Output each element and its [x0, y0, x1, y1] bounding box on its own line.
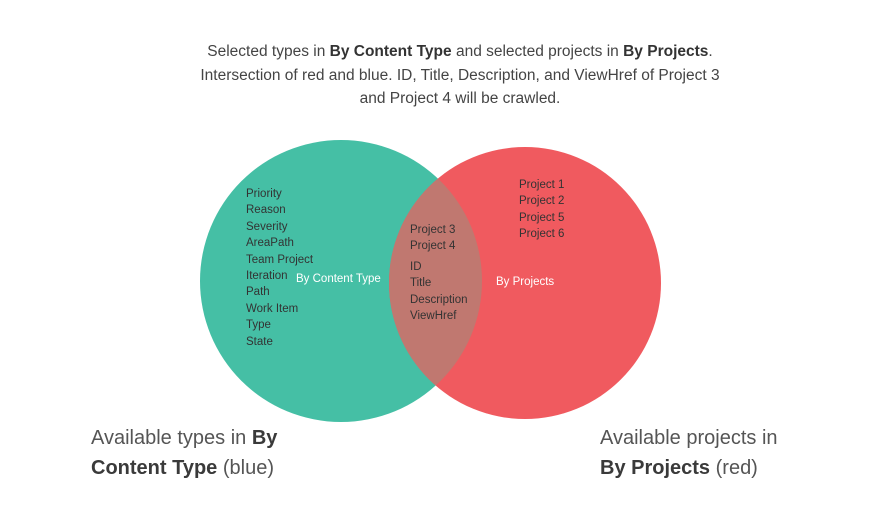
list-item: State [246, 335, 273, 348]
intersection-projects-list: Project 3 Project 4 [410, 222, 455, 255]
intersection-fields-list: ID Title Description ViewHref [410, 259, 468, 325]
caption-text: . Intersection of red and blue. ID, Titl… [200, 43, 720, 107]
list-item: Work Item [246, 302, 299, 315]
list-item: Reason [246, 204, 286, 217]
label-text: Available projects in [600, 427, 778, 449]
label-text: Available types in [91, 427, 252, 449]
list-item: AreaPath [246, 237, 294, 250]
content-type-list: Priority Reason Severity AreaPath Team P… [246, 186, 313, 350]
label-bold: Content Type [91, 456, 218, 479]
label-text: (red) [710, 456, 758, 479]
caption-text: Selected types in [207, 43, 330, 60]
list-item: Severity [246, 220, 288, 233]
list-item: Iteration [246, 270, 288, 283]
blue-circle-label: By Content Type [296, 273, 381, 285]
list-item: Project 5 [519, 211, 565, 224]
diagram-caption: Selected types in By Content Type and se… [200, 40, 720, 111]
list-item: Project 3 [410, 224, 456, 236]
list-item: Project 1 [519, 179, 565, 191]
caption-bold-projects: By Projects [623, 43, 709, 60]
list-item: Priority [246, 188, 282, 200]
label-text: (blue) [217, 456, 274, 479]
list-item: Team Project [246, 253, 314, 266]
list-item: ViewHref [410, 310, 457, 323]
projects-list: Project 1 Project 2 Project 5 Project 6 [519, 177, 564, 243]
list-item: Project 6 [519, 228, 565, 241]
red-circle-label: By Projects [496, 276, 555, 288]
list-item: Path [246, 286, 270, 299]
list-item: Description [410, 293, 468, 306]
label-bold: By [251, 427, 278, 449]
list-item: ID [410, 261, 422, 273]
list-item: Type [246, 319, 271, 332]
list-item: Project 4 [410, 240, 456, 253]
list-item: Title [410, 277, 432, 290]
caption-bold-content-type: By Content Type [329, 43, 452, 60]
label-bold: By Projects [600, 456, 711, 479]
intersection-region [389, 147, 482, 419]
caption-text: and selected projects in [451, 43, 624, 60]
list-item: Project 2 [519, 195, 565, 208]
bottom-right-label: Available projects in By Projects (red) [600, 424, 778, 483]
